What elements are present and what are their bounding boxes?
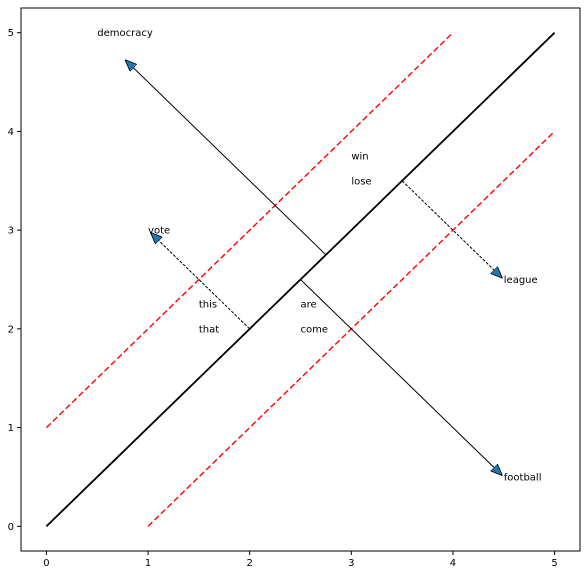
- y-tick-label: 2: [8, 324, 14, 335]
- word-label: vote: [148, 226, 170, 237]
- word-label: that: [199, 324, 219, 335]
- arrow: [126, 60, 327, 256]
- word-label: are: [301, 300, 317, 311]
- x-tick-label: 2: [246, 558, 252, 569]
- word-label: league: [504, 275, 538, 286]
- line-margin-upper: [45, 32, 454, 429]
- y-tick-label: 3: [8, 226, 14, 237]
- y-tick-label: 5: [8, 28, 14, 39]
- x-tick-label: 0: [43, 558, 49, 569]
- x-tick-label: 1: [145, 558, 151, 569]
- x-tick-label: 5: [551, 558, 557, 569]
- axis-ticks: 0 1 2 3 4 5 0 1 2 3 4 5: [8, 28, 558, 569]
- word-label: come: [301, 324, 329, 335]
- y-tick-label: 1: [8, 423, 14, 434]
- arrows: [126, 60, 502, 475]
- y-tick-label: 4: [8, 127, 14, 138]
- word-label: democracy: [97, 28, 153, 39]
- arrow: [300, 279, 502, 475]
- word-label: win: [351, 152, 368, 163]
- word-labels: democracy win lose vote league this that are com…: [97, 28, 541, 483]
- word-label: this: [199, 300, 217, 311]
- y-tick-label: 0: [8, 522, 14, 533]
- word-label: lose: [351, 176, 371, 187]
- x-tick-label: 4: [450, 558, 456, 569]
- arrow: [401, 180, 502, 278]
- arrow: [151, 233, 251, 330]
- x-tick-label: 3: [348, 558, 354, 569]
- plot-area: [20, 7, 581, 552]
- word-label: football: [504, 472, 542, 483]
